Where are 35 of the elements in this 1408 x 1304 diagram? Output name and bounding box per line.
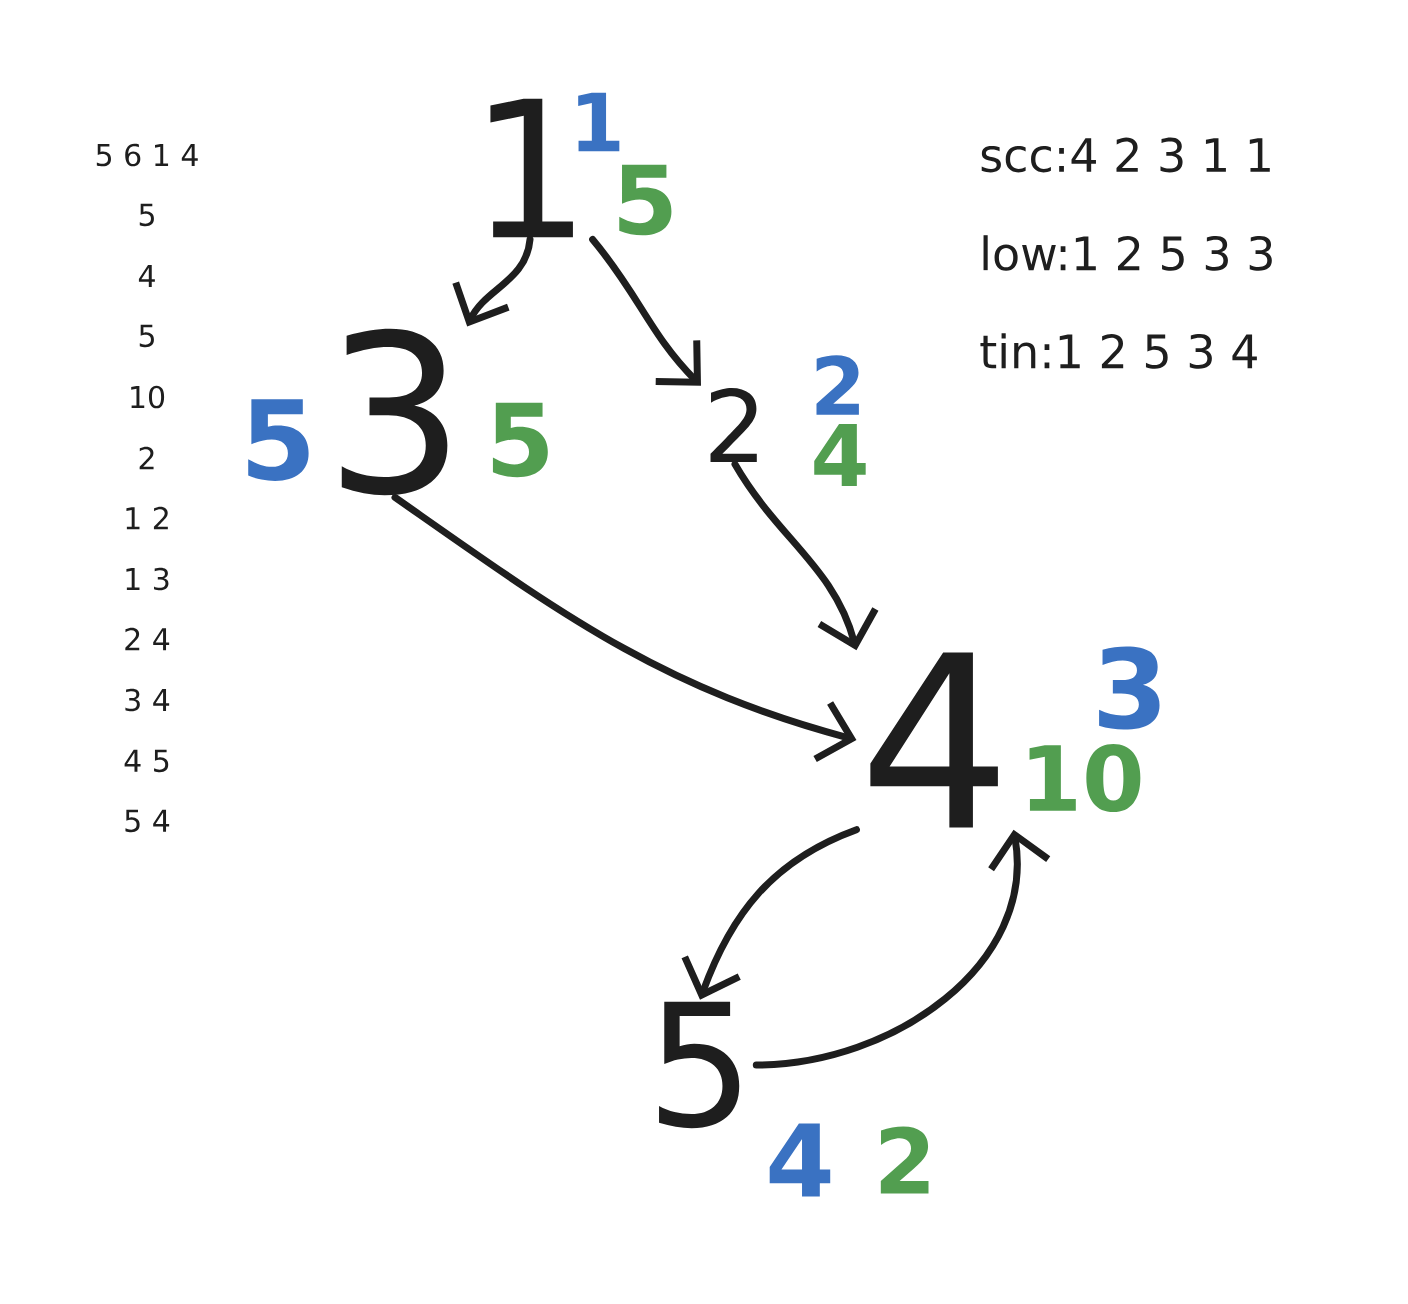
text-line: 5 4 [125, 809, 170, 833]
arrow [391, 493, 857, 762]
node-number: 5 [659, 1001, 740, 1129]
annotation-number: 2 [816, 355, 859, 415]
text-line: 5 6 1 4 [96, 143, 198, 167]
node-number: 1 [490, 98, 573, 238]
text-line: 5 [139, 324, 154, 348]
node-number: 3 [341, 328, 448, 496]
text-line: 2 [139, 446, 154, 470]
text-line: 4 [138, 265, 155, 287]
annotation-number: 3 [1099, 646, 1160, 730]
node-number: 4 [870, 652, 998, 828]
text-line: scc:4 2 3 1 1 [981, 137, 1270, 173]
text-line: 1 2 [126, 506, 168, 530]
annotation-number: 4 [769, 1123, 831, 1197]
node-number: 2 [710, 387, 757, 463]
text-line: 4 5 [124, 749, 169, 773]
annotation-number: 5 [492, 402, 548, 478]
text-line: low:1 2 5 3 3 [983, 235, 1272, 271]
text-line: 10 [131, 385, 165, 409]
annotation-number: 5 [248, 399, 309, 481]
text-line: 5 [139, 203, 154, 227]
annotation-number: 2 [880, 1126, 929, 1194]
arrow [681, 826, 860, 1000]
text-line: 2 4 [125, 627, 170, 651]
annotation-number: 5 [619, 164, 672, 236]
text-line: 3 4 [125, 688, 170, 712]
arrow [589, 235, 701, 386]
text-line: 1 3 [126, 567, 169, 591]
annotation-number: 4 [814, 424, 866, 486]
annotation-number: 1 [578, 92, 620, 152]
arrow [752, 829, 1051, 1069]
text-line: tin:1 2 5 3 4 [980, 333, 1257, 369]
arrow [731, 460, 879, 651]
annotation-number: 10 [1029, 744, 1141, 813]
